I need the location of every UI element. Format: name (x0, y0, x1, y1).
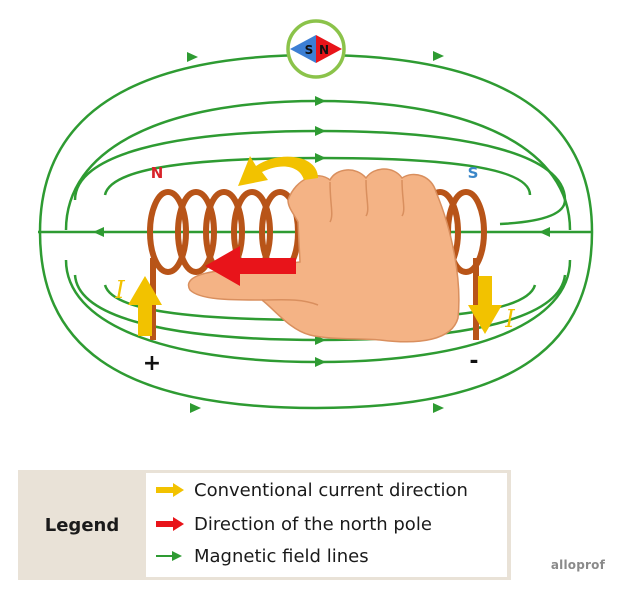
compass: S N (286, 19, 346, 79)
compass-north-label: N (319, 43, 329, 57)
hand-knuckle-line (401, 179, 405, 217)
terminal-negative-sign: - (469, 349, 478, 374)
current-symbol-left: I (114, 276, 125, 304)
field-arrow-icon (433, 51, 444, 61)
field-arrow-icon (315, 126, 326, 136)
right-hand (187, 168, 460, 343)
legend-item-field-lines: Magnetic field lines (156, 541, 369, 571)
coil-loop (175, 189, 217, 275)
field-arrow-icon (539, 227, 550, 237)
legend: Legend Conventional current direction Di… (18, 470, 511, 580)
coil-south-pole-label: S (468, 164, 479, 182)
solenoid-right-hand-rule-diagram: S N N S I I + - (38, 19, 594, 413)
field-arrow-icon (315, 153, 326, 163)
field-arrow-icon (315, 335, 326, 345)
field-arrow-icon (433, 403, 444, 413)
hand-fist (187, 168, 460, 343)
hand-thumb-fold (261, 298, 319, 306)
field-arrow-icon (315, 357, 326, 367)
legend-item-label: Magnetic field lines (194, 545, 369, 567)
yellow-arrow-icon (156, 483, 184, 497)
field-arrow-icon (187, 52, 198, 62)
legend-title: Legend (44, 514, 120, 536)
current-arrow-left (128, 276, 162, 336)
compass-south-label: S (305, 43, 314, 57)
curl-current-arrow (238, 156, 318, 186)
green-arrow-icon (156, 551, 182, 561)
red-arrow-icon (156, 517, 184, 531)
terminal-positive-sign: + (143, 351, 161, 376)
compass-needle-north (316, 35, 342, 63)
hand-knuckle-line (365, 179, 369, 217)
field-arrow-icon (315, 96, 326, 106)
legend-item-north-pole: Direction of the north pole (156, 509, 432, 539)
field-arrow-icon (93, 227, 104, 237)
compass-needle-south (290, 35, 316, 63)
legend-item-current: Conventional current direction (156, 475, 468, 505)
field-line-inner1-top (73, 129, 567, 226)
hand-knuckle-line (329, 181, 333, 223)
current-symbol-right: I (504, 305, 515, 333)
north-pole-direction-arrow (205, 246, 296, 286)
current-arrow-right (468, 276, 502, 334)
legend-item-label: Conventional current direction (194, 479, 468, 501)
alloprof-watermark: alloprof (550, 558, 605, 572)
legend-item-label: Direction of the north pole (194, 513, 432, 535)
field-arrow-icon (190, 403, 201, 413)
field-line-outer-bottom (38, 231, 594, 410)
coil-loop (147, 189, 189, 275)
legend-items: Conventional current direction Direction… (146, 473, 507, 577)
coil-north-pole-label: N (151, 164, 164, 182)
